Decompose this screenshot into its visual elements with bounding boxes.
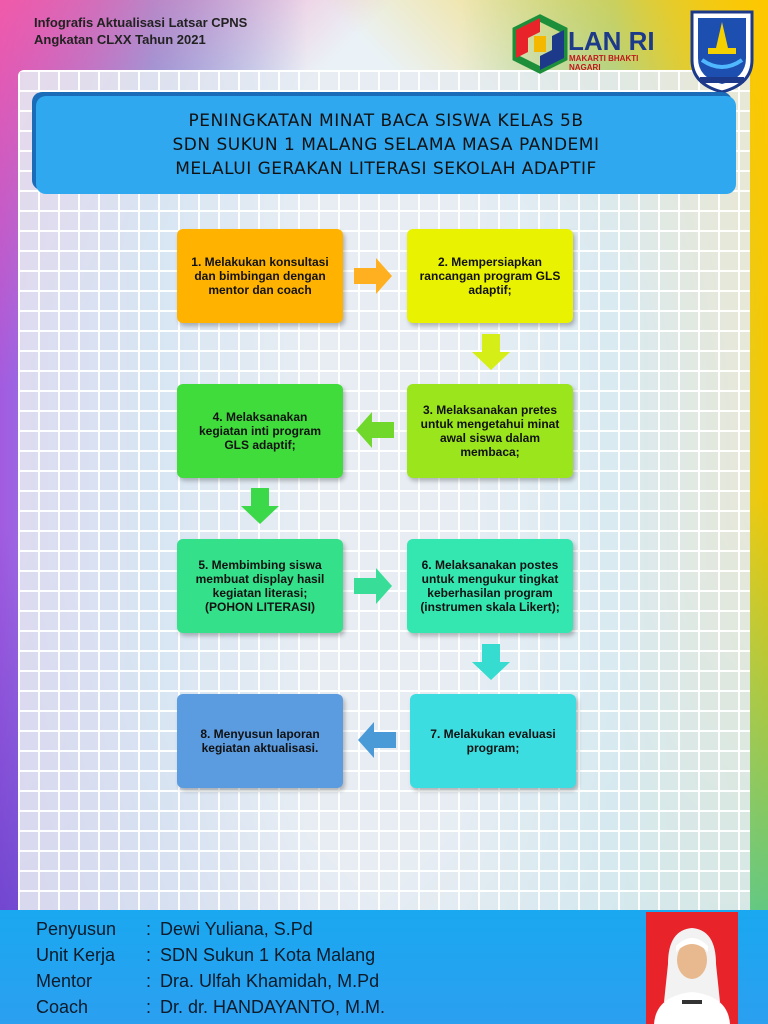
lan-ri-logo: LAN RI MAKARTI BHAKTI NAGARI bbox=[512, 12, 672, 74]
arrow-down-icon bbox=[472, 644, 510, 680]
arrow-right-icon bbox=[354, 568, 392, 604]
info-value: Dewi Yuliana, S.Pd bbox=[160, 919, 313, 939]
info-separator: : bbox=[146, 971, 152, 991]
flow-step-5: 5. Membimbing siswa membuat display hasi… bbox=[177, 539, 343, 633]
flow-step-8: 8. Menyusun laporan kegiatan aktualisasi… bbox=[177, 694, 343, 788]
info-label: Penyusun bbox=[36, 919, 117, 939]
flow-step-3: 3. Melaksanakan pretes untuk mengetahui … bbox=[407, 384, 573, 478]
info-separator: : bbox=[146, 919, 152, 939]
flow-step-6: 6. Melaksanakan postes untuk mengukur ti… bbox=[407, 539, 573, 633]
info-row-penyusun: Penyusun: Dewi Yuliana, S.Pd bbox=[36, 918, 313, 940]
info-row-unit-kerja: Unit Kerja: SDN Sukun 1 Kota Malang bbox=[36, 944, 375, 966]
grid-panel bbox=[18, 70, 750, 916]
info-value: SDN Sukun 1 Kota Malang bbox=[160, 945, 376, 965]
title-banner: PENINGKATAN MINAT BACA SISWA KELAS 5B SD… bbox=[36, 96, 736, 194]
flow-step-1: 1. Melakukan konsultasi dan bimbingan de… bbox=[177, 229, 343, 323]
arrow-left-icon bbox=[356, 412, 394, 448]
title-line-1: PENINGKATAN MINAT BACA SISWA KELAS 5B bbox=[188, 111, 584, 131]
header-caption: Infografis Aktualisasi Latsar CPNS Angka… bbox=[34, 14, 247, 48]
flow-step-3-text: 3. Melaksanakan pretes untuk mengetahui … bbox=[420, 403, 560, 459]
logo-name: LAN RI bbox=[568, 26, 655, 56]
flow-step-5-text: 5. Membimbing siswa membuat display hasi… bbox=[195, 558, 325, 614]
arrow-left-icon bbox=[358, 722, 396, 758]
flow-step-6-text: 6. Melaksanakan postes untuk mengukur ti… bbox=[420, 558, 560, 614]
flow-step-2: 2. Mempersiapkan rancangan program GLS a… bbox=[407, 229, 573, 323]
info-label: Unit Kerja bbox=[36, 945, 116, 965]
info-value: Dra. Ulfah Khamidah, M.Pd bbox=[160, 971, 380, 991]
info-separator: : bbox=[146, 945, 152, 965]
flow-step-1-text: 1. Melakukan konsultasi dan bimbingan de… bbox=[191, 255, 329, 297]
header-line-2: Angkatan CLXX Tahun 2021 bbox=[34, 32, 206, 47]
header-line-1: Infografis Aktualisasi Latsar CPNS bbox=[34, 15, 248, 30]
footer-band bbox=[0, 910, 768, 1024]
arrow-right-icon bbox=[354, 258, 392, 294]
info-separator: : bbox=[146, 997, 152, 1017]
info-label: Coach bbox=[36, 997, 89, 1017]
author-photo bbox=[646, 912, 738, 1024]
info-row-mentor: Mentor: Dra. Ulfah Khamidah, M.Pd bbox=[36, 970, 379, 992]
title-line-2: SDN SUKUN 1 MALANG SELAMA MASA PANDEMI bbox=[172, 135, 600, 155]
shield-emblem-icon bbox=[690, 10, 754, 94]
province-emblem bbox=[686, 8, 758, 94]
flow-step-8-text: 8. Menyusun laporan kegiatan aktualisasi… bbox=[200, 727, 320, 755]
arrow-down-icon bbox=[472, 334, 510, 370]
flow-step-2-text: 2. Mempersiapkan rancangan program GLS a… bbox=[419, 255, 561, 297]
lan-ri-mark-icon bbox=[512, 14, 568, 74]
person-portrait-icon bbox=[654, 928, 730, 1024]
flow-step-7-text: 7. Melakukan evaluasi program; bbox=[430, 727, 556, 755]
title-line-3: MELALUI GERAKAN LITERASI SEKOLAH ADAPTIF bbox=[175, 159, 597, 179]
info-row-coach: Coach: Dr. dr. HANDAYANTO, M.M. bbox=[36, 996, 385, 1018]
flow-step-4: 4. Melaksanakan kegiatan inti program GL… bbox=[177, 384, 343, 478]
logo-tagline: MAKARTI BHAKTI NAGARI bbox=[569, 54, 639, 72]
flow-step-7: 7. Melakukan evaluasi program; bbox=[410, 694, 576, 788]
arrow-down-icon bbox=[241, 488, 279, 524]
info-value: Dr. dr. HANDAYANTO, M.M. bbox=[160, 997, 386, 1017]
info-label: Mentor bbox=[36, 971, 93, 991]
flow-step-4-text: 4. Melaksanakan kegiatan inti program GL… bbox=[198, 410, 322, 452]
